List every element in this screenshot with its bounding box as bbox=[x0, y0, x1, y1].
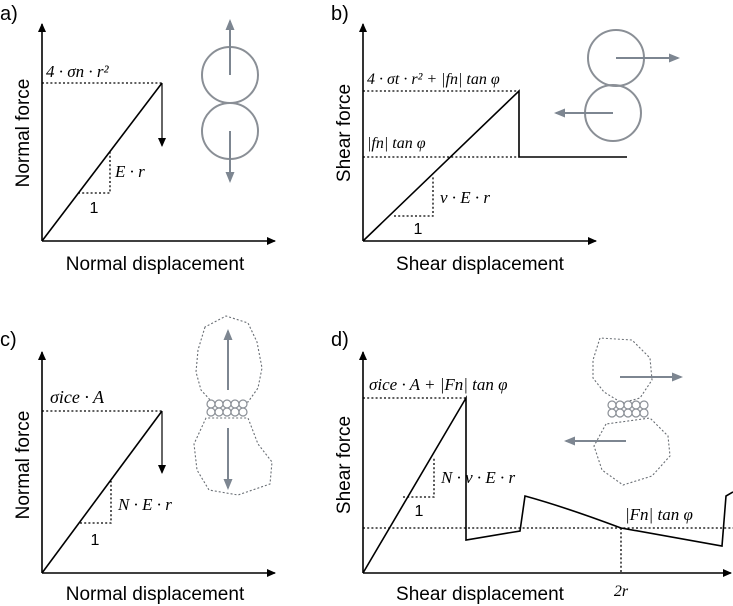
residual-label-d: |Fn| tan φ bbox=[625, 505, 693, 524]
panel-d: d) Shear force Shear displacement σice ·… bbox=[331, 329, 733, 605]
peak-label-b: 4 · σt · r² + |fn| tan φ bbox=[367, 71, 500, 88]
y-axis-label-a: Normal force bbox=[13, 79, 34, 188]
run-label-d: 1 bbox=[415, 503, 424, 520]
y-axis-label-b: Shear force bbox=[334, 84, 355, 182]
particle-pair-icon-a bbox=[201, 19, 259, 183]
panel-letter-b: b) bbox=[331, 3, 349, 25]
run-label-a: 1 bbox=[90, 200, 99, 217]
panel-c: c) Normal force Normal displacement σice… bbox=[0, 315, 276, 605]
slope-label-a: E · r bbox=[114, 162, 145, 181]
slope-label-d: N · ν · E · r bbox=[440, 468, 516, 487]
slope-triangle-b bbox=[394, 176, 434, 217]
slope-triangle-c bbox=[80, 481, 112, 524]
y-axis-label-d: Shear force bbox=[334, 416, 355, 514]
shear-response-line-b bbox=[362, 89, 627, 242]
ice-floe-pair-icon-c bbox=[193, 315, 273, 496]
bond-beads-d bbox=[607, 400, 649, 418]
loading-line-a bbox=[41, 82, 163, 242]
bond-beads-c bbox=[206, 399, 248, 417]
x-axis-label-d: Shear displacement bbox=[396, 584, 565, 605]
slope-label-c: N · E · r bbox=[117, 495, 172, 514]
panel-b: b) Shear force Shear displacement 4 · σt… bbox=[331, 3, 680, 275]
panel-letter-c: c) bbox=[0, 329, 17, 351]
x-axis-label-b: Shear displacement bbox=[396, 254, 565, 275]
x-axis-label-a: Normal displacement bbox=[66, 254, 245, 275]
period-label-d: 2r bbox=[614, 583, 629, 600]
panel-a: a) Normal force Normal displacement 4 · … bbox=[0, 3, 276, 275]
slope-triangle-d bbox=[403, 457, 435, 498]
y-axis-label-c: Normal force bbox=[13, 411, 34, 520]
ice-floe-pair-icon-d bbox=[564, 337, 683, 486]
peak-label-c: σice · A bbox=[50, 387, 105, 407]
x-axis-label-c: Normal displacement bbox=[66, 584, 245, 605]
peak-label-a: 4 · σn · r² bbox=[46, 62, 109, 81]
run-label-c: 1 bbox=[91, 532, 100, 549]
shear-response-line-d bbox=[362, 395, 733, 574]
slope-label-b: ν · E · r bbox=[440, 188, 490, 207]
run-label-b: 1 bbox=[414, 221, 423, 238]
residual-label-b: |fn| tan φ bbox=[367, 135, 426, 152]
loading-line-c bbox=[41, 410, 163, 574]
peak-label-d: σice · A + |Fn| tan φ bbox=[369, 375, 508, 394]
slope-triangle-a bbox=[78, 152, 111, 194]
panel-letter-d: d) bbox=[331, 329, 349, 351]
panel-letter-a: a) bbox=[0, 3, 18, 25]
particle-pair-icon-b bbox=[554, 29, 680, 142]
